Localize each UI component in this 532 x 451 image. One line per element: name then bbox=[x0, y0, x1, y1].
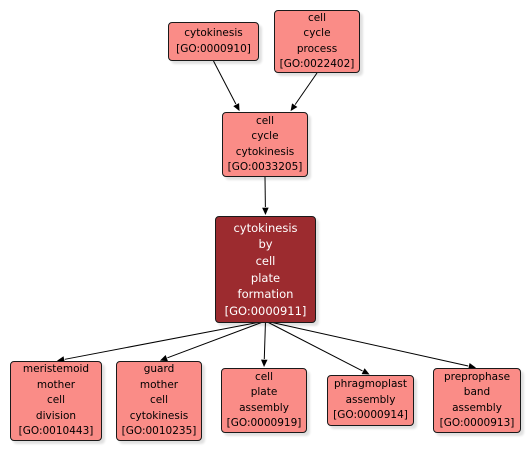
node-line: band bbox=[463, 386, 491, 398]
node-line: cell bbox=[46, 394, 66, 407]
node-line: cell bbox=[254, 370, 274, 383]
node-line: cytokinesis bbox=[235, 145, 295, 158]
edge-line bbox=[265, 320, 469, 367]
node-line: cytokinesis bbox=[184, 27, 243, 39]
node-phragmoplast-assembly[interactable]: phragmoplast assembly [GO:0000914] bbox=[327, 375, 414, 426]
node-line: preprophase bbox=[443, 370, 511, 383]
edge-arrowhead bbox=[159, 355, 168, 362]
edge-arrowhead bbox=[233, 103, 240, 112]
node-line: plate bbox=[250, 386, 278, 398]
node-go-id: [GO:0000913] bbox=[439, 417, 515, 429]
node-line: cell bbox=[307, 11, 327, 24]
edge-arrowhead bbox=[468, 363, 477, 370]
node-cell-plate-assembly[interactable]: cell plate assembly [GO:0000919] bbox=[221, 368, 307, 433]
node-go-id: [GO:0033205] bbox=[227, 161, 303, 173]
node-line: cell bbox=[255, 114, 275, 127]
node-line: guard bbox=[143, 363, 175, 376]
edge-line bbox=[167, 320, 266, 359]
node-cytokinesis[interactable]: cytokinesis [GO:0000910] bbox=[168, 22, 259, 61]
node-go-id: [GO:0010443] bbox=[18, 425, 94, 438]
node-cytokinesis-by-cell-plate-formation[interactable]: cytokinesis by cell plate formation [GO:… bbox=[215, 216, 316, 323]
node-line: process bbox=[296, 42, 338, 55]
edge-arrowhead bbox=[290, 103, 298, 112]
edge-arrowhead bbox=[361, 368, 370, 375]
edge-line bbox=[294, 72, 318, 105]
node-preprophase-band-assembly[interactable]: preprophase band assembly [GO:0000913] bbox=[433, 368, 521, 433]
node-line: plate bbox=[250, 270, 281, 285]
node-line: cycle bbox=[303, 27, 331, 39]
node-line: assembly bbox=[345, 393, 396, 406]
node-line: cell bbox=[255, 253, 276, 268]
edge-line bbox=[263, 320, 266, 360]
node-guard-mother-cell-cytokinesis[interactable]: guard mother cell cytokinesis [GO:001023… bbox=[116, 361, 202, 441]
node-line: assembly bbox=[239, 401, 289, 414]
node-line: division bbox=[35, 409, 77, 422]
node-line: cell bbox=[149, 394, 169, 407]
node-line: mother bbox=[36, 378, 76, 391]
edge-arrowhead bbox=[262, 207, 269, 216]
node-line: cytokinesis bbox=[233, 220, 298, 235]
edge-line bbox=[265, 320, 363, 372]
node-line: mother bbox=[139, 378, 179, 391]
node-line: meristemoid bbox=[22, 363, 90, 376]
node-go-id: [GO:0010235] bbox=[121, 425, 197, 438]
node-meristemoid-mother-cell-division[interactable]: meristemoid mother cell division [GO:001… bbox=[10, 361, 102, 441]
node-cell-cycle-cytokinesis[interactable]: cell cycle cytokinesis [GO:0033205] bbox=[222, 112, 308, 177]
node-go-id: [GO:0000910] bbox=[176, 42, 251, 55]
node-line: cycle bbox=[251, 130, 279, 142]
node-go-id: [GO:0022402] bbox=[279, 58, 355, 70]
node-line: phragmoplast bbox=[334, 378, 407, 391]
edge-line bbox=[64, 320, 266, 360]
edge-line bbox=[213, 60, 237, 105]
node-line: formation bbox=[237, 287, 294, 302]
node-line: by bbox=[258, 237, 273, 252]
node-line: assembly bbox=[452, 401, 502, 414]
node-line: cytokinesis bbox=[129, 409, 189, 422]
node-cell-cycle-process[interactable]: cell cycle process [GO:0022402] bbox=[274, 10, 360, 73]
edge-arrowhead bbox=[261, 359, 268, 368]
node-go-id: [GO:0000919] bbox=[226, 417, 302, 429]
node-go-id: [GO:0000914] bbox=[333, 409, 408, 422]
node-go-id: [GO:0000911] bbox=[224, 303, 307, 318]
